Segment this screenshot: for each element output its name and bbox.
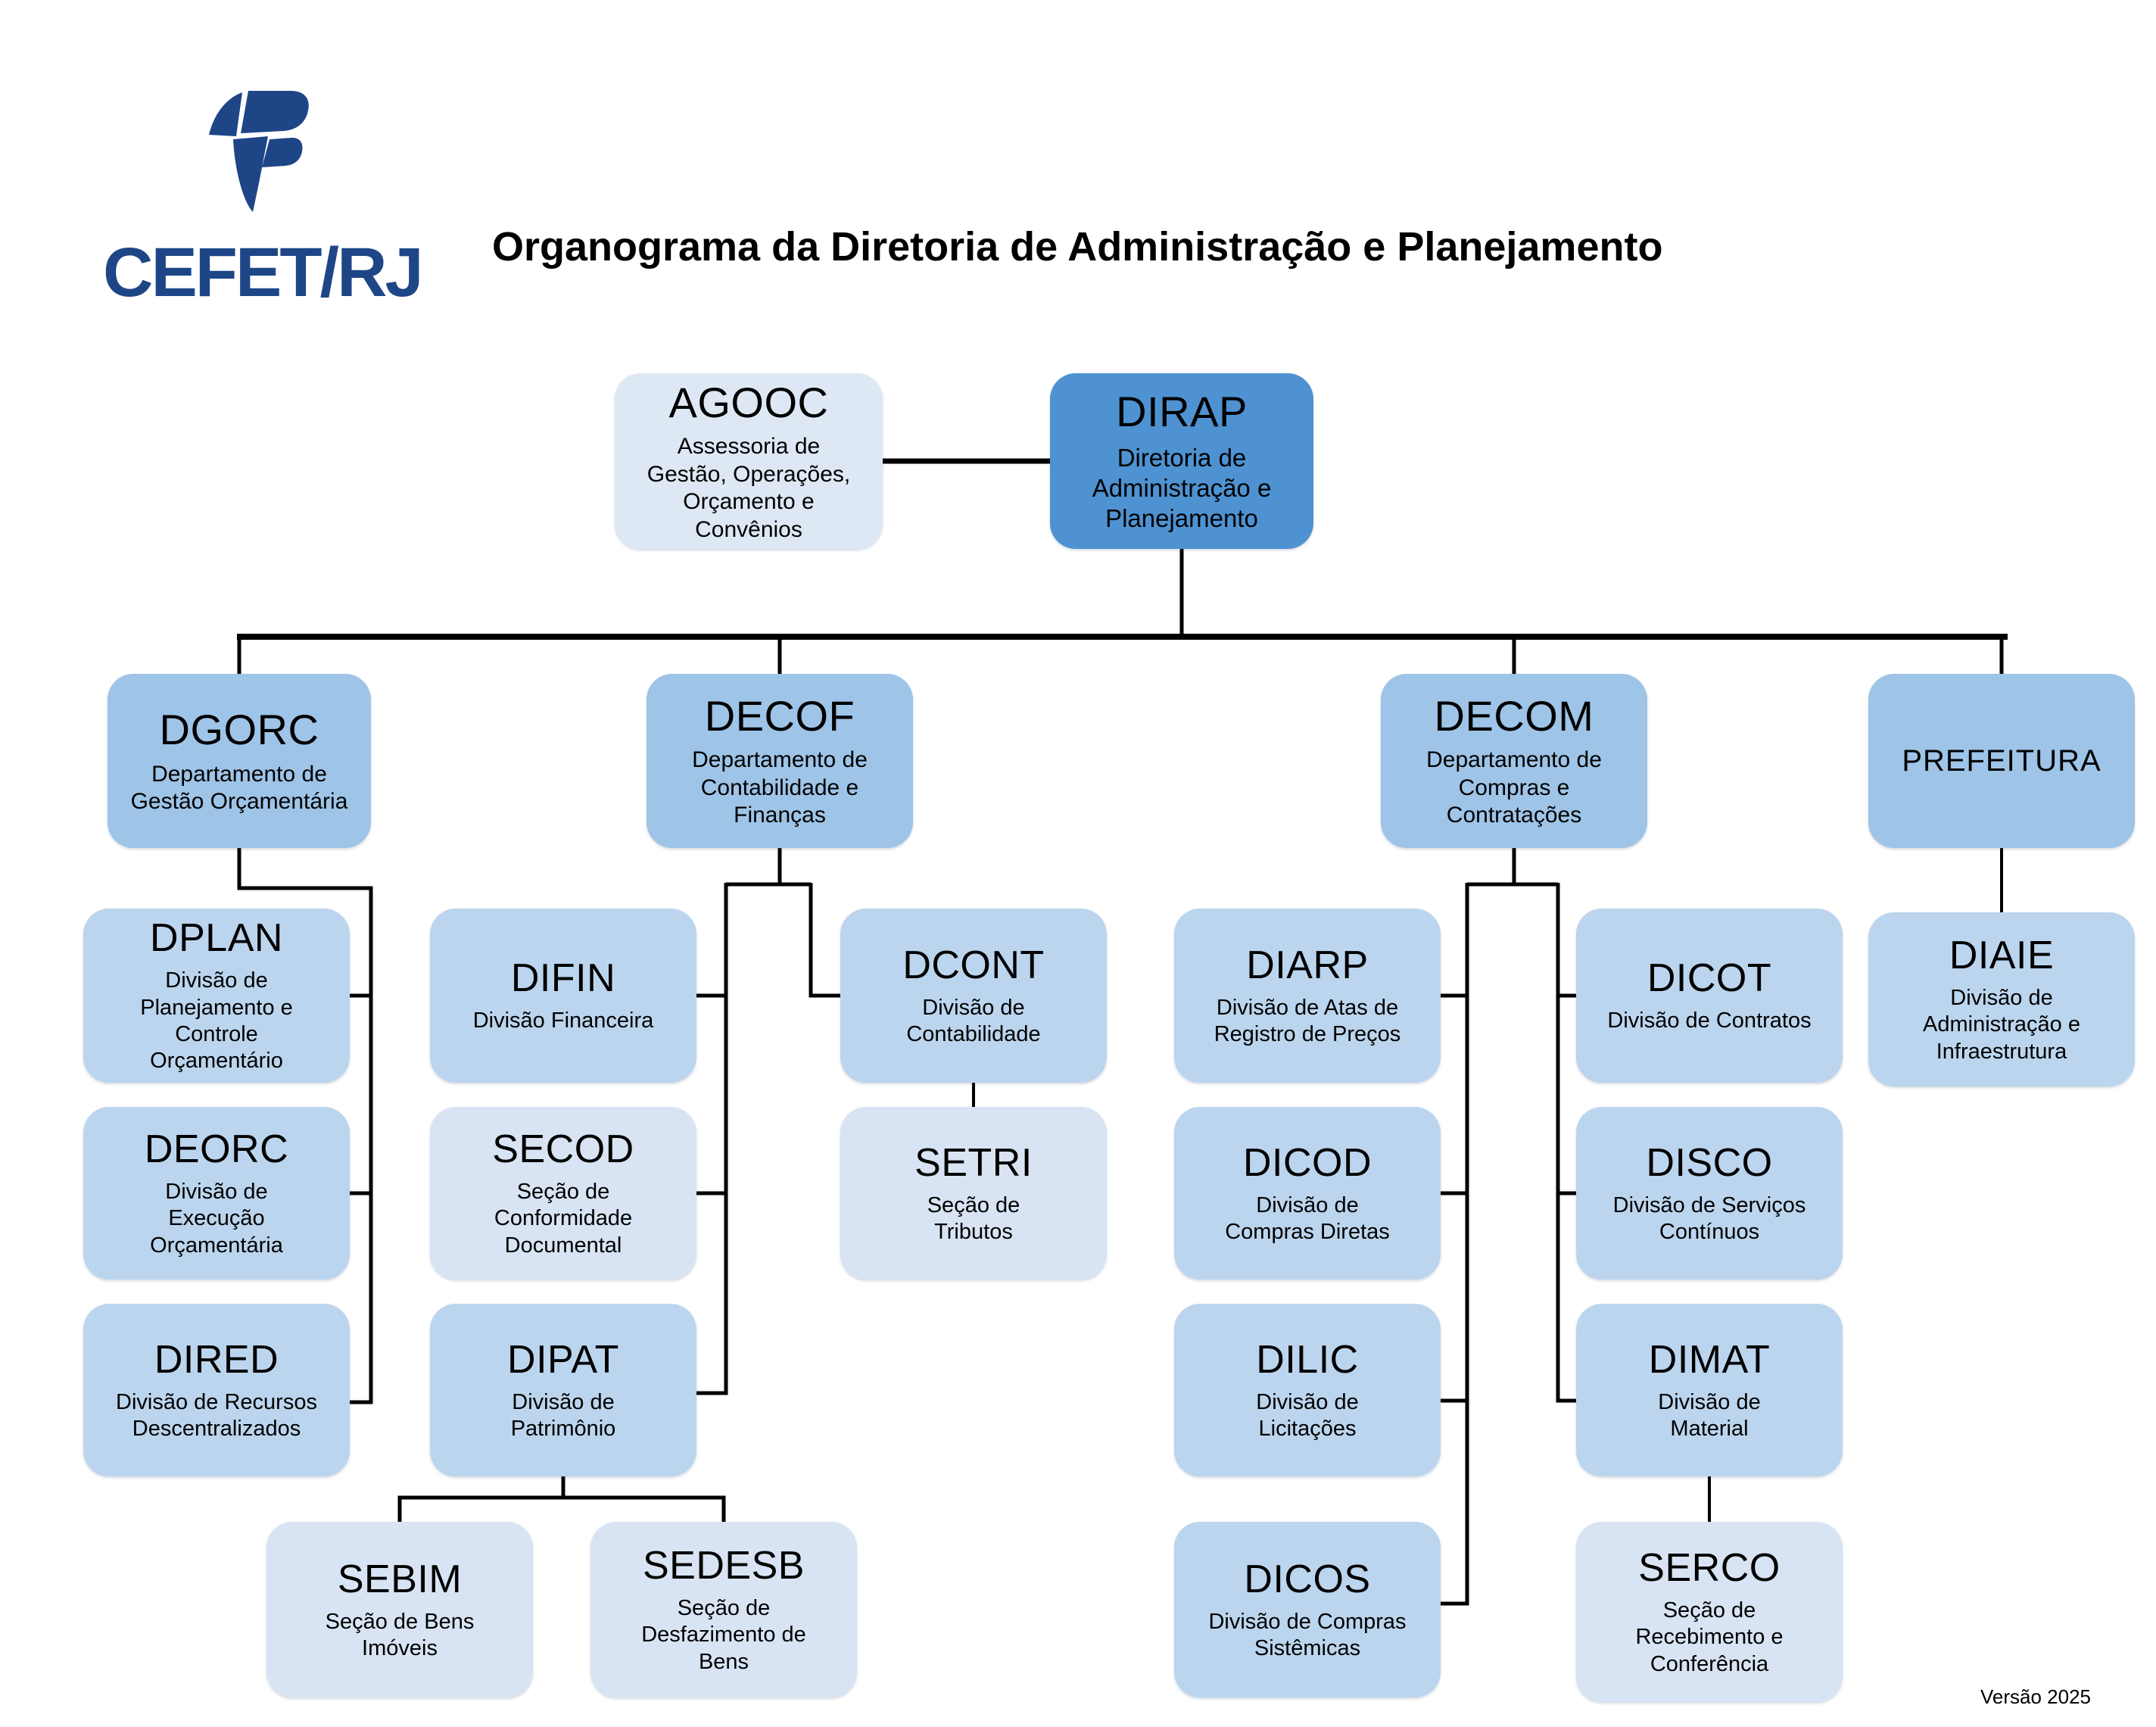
node-acronym: DICOD — [1242, 1140, 1372, 1185]
node-description: Seção de Tributos — [927, 1192, 1020, 1244]
connector-decom-right-trunk — [1556, 883, 1576, 1403]
node-description: Diretoria de Administração e Planejament… — [1092, 443, 1272, 533]
org-node-sedesb: SEDESB Seção de Desfazimento de Bens — [590, 1522, 857, 1697]
node-acronym: SEBIM — [337, 1557, 463, 1601]
connector-dgorc-trunk — [237, 848, 373, 1404]
connector-decof-right-trunk — [808, 883, 840, 998]
org-node-dired: DIRED Divisão de Recursos Descentralizad… — [83, 1304, 350, 1476]
cefet-logo-text: CEFET/RJ — [103, 234, 424, 311]
node-acronym: DICOS — [1244, 1557, 1371, 1601]
node-acronym: SETRI — [914, 1140, 1033, 1185]
node-description: Divisão de Serviços Contínuos — [1612, 1192, 1806, 1244]
connector-decom-left-stubs — [1441, 993, 1467, 1403]
page-title: Organograma da Diretoria de Administraçã… — [492, 224, 1663, 270]
node-description: Divisão de Planejamento e Controle Orçam… — [140, 968, 293, 1074]
node-description: Divisão de Atas de Registro de Preços — [1214, 995, 1401, 1046]
node-description: Divisão de Compras Diretas — [1225, 1192, 1390, 1244]
node-acronym: SERCO — [1638, 1546, 1781, 1591]
version-label: Versão 2025 — [1980, 1685, 2092, 1708]
org-node-dplan: DPLAN Divisão de Planejamento e Controle… — [83, 909, 350, 1083]
node-description: Seção de Recebimento e Conferência — [1635, 1598, 1784, 1676]
node-acronym: DIFIN — [510, 956, 616, 1001]
node-description: Divisão de Execução Orçamentária — [150, 1179, 283, 1258]
org-node-dimat: DIMAT Divisão de Material — [1576, 1304, 1843, 1476]
node-acronym: DEORC — [144, 1127, 289, 1172]
node-acronym: DCONT — [902, 943, 1045, 987]
node-acronym: DIARP — [1246, 943, 1369, 987]
org-node-agooc: AGOOC Assessoria de Gestão, Operações, O… — [615, 373, 883, 549]
connector-dipat-children — [397, 1476, 726, 1522]
org-node-dicod: DICOD Divisão de Compras Diretas — [1174, 1107, 1441, 1280]
node-acronym: DIRAP — [1116, 388, 1248, 436]
node-description: Divisão de Recursos Descentralizados — [116, 1389, 317, 1441]
org-node-decom: DECOM Departamento de Compras e Contrata… — [1381, 674, 1647, 848]
connector-decof-left-stubs — [696, 993, 726, 1195]
node-acronym: DILIC — [1256, 1337, 1359, 1382]
connector-dgorc-stubs — [350, 993, 371, 1195]
cefet-logo-icon — [209, 91, 309, 212]
node-description: Divisão de Licitações — [1256, 1389, 1359, 1441]
node-acronym: DISCO — [1646, 1140, 1773, 1185]
node-acronym: PREFEITURA — [1902, 744, 2101, 778]
node-description: Divisão de Material — [1658, 1389, 1761, 1441]
node-description: Assessoria de Gestão, Operações, Orçamen… — [646, 434, 851, 542]
node-description: Divisão de Contratos — [1607, 1008, 1812, 1033]
org-node-decof: DECOF Departamento de Contabilidade e Fi… — [646, 674, 913, 848]
node-acronym: DIPAT — [507, 1337, 619, 1382]
node-description: Seção de Conformidade Documental — [494, 1179, 633, 1258]
node-description: Divisão de Patrimônio — [510, 1389, 616, 1441]
connector-decof-left-trunk — [696, 883, 728, 1395]
connector-decom-left-trunk — [1441, 883, 1469, 1606]
node-acronym: DECOM — [1434, 691, 1594, 740]
node-acronym: DGORC — [159, 706, 319, 754]
node-description: Divisão Financeira — [472, 1008, 654, 1033]
node-acronym: DIAIE — [1949, 934, 2055, 978]
org-node-dirap: DIRAP Diretoria de Administração e Plane… — [1050, 373, 1313, 549]
node-acronym: DIMAT — [1648, 1337, 1771, 1382]
org-node-diarp: DIARP Divisão de Atas de Registro de Pre… — [1174, 909, 1441, 1083]
org-node-deorc: DEORC Divisão de Execução Orçamentária — [83, 1107, 350, 1280]
node-description: Departamento de Compras e Contratações — [1426, 747, 1602, 828]
org-node-dipat: DIPAT Divisão de Patrimônio — [430, 1304, 696, 1476]
org-node-secod: SECOD Seção de Conformidade Documental — [430, 1107, 696, 1280]
node-description: Divisão de Contabilidade — [906, 995, 1041, 1046]
node-description: Departamento de Contabilidade e Finanças — [692, 747, 868, 828]
org-node-dgorc: DGORC Departamento de Gestão Orçamentári… — [107, 674, 371, 848]
org-node-dicot: DICOT Divisão de Contratos — [1576, 909, 1843, 1083]
org-node-diaie: DIAIE Divisão de Administração e Infraes… — [1868, 912, 2135, 1086]
node-acronym: DIRED — [154, 1337, 279, 1382]
org-node-dcont: DCONT Divisão de Contabilidade — [840, 909, 1107, 1083]
org-node-prefeitura: PREFEITURA — [1868, 674, 2135, 848]
org-node-setri: SETRI Seção de Tributos — [840, 1107, 1107, 1280]
node-description: Divisão de Compras Sistêmicas — [1208, 1609, 1407, 1660]
node-acronym: DECOF — [704, 691, 855, 740]
node-acronym: SECOD — [492, 1127, 634, 1172]
node-acronym: SEDESB — [643, 1544, 805, 1588]
node-description: Seção de Bens Imóveis — [325, 1609, 475, 1660]
node-acronym: DICOT — [1647, 956, 1772, 1001]
org-node-serco: SERCO Seção de Recebimento e Conferência — [1576, 1522, 1843, 1702]
connector-decom-right-stubs — [1558, 993, 1576, 1195]
org-node-difin: DIFIN Divisão Financeira — [430, 909, 696, 1083]
node-description: Seção de Desfazimento de Bens — [641, 1595, 806, 1674]
org-node-dicos: DICOS Divisão de Compras Sistêmicas — [1174, 1522, 1441, 1697]
node-acronym: DPLAN — [150, 916, 283, 961]
node-description: Divisão de Administração e Infraestrutur… — [1923, 985, 2080, 1064]
node-acronym: AGOOC — [668, 378, 829, 426]
org-node-disco: DISCO Divisão de Serviços Contínuos — [1576, 1107, 1843, 1280]
connector-dept-drops — [237, 637, 2004, 674]
org-node-dilic: DILIC Divisão de Licitações — [1174, 1304, 1441, 1476]
org-node-sebim: SEBIM Seção de Bens Imóveis — [266, 1522, 533, 1697]
node-description: Departamento de Gestão Orçamentária — [130, 761, 348, 815]
